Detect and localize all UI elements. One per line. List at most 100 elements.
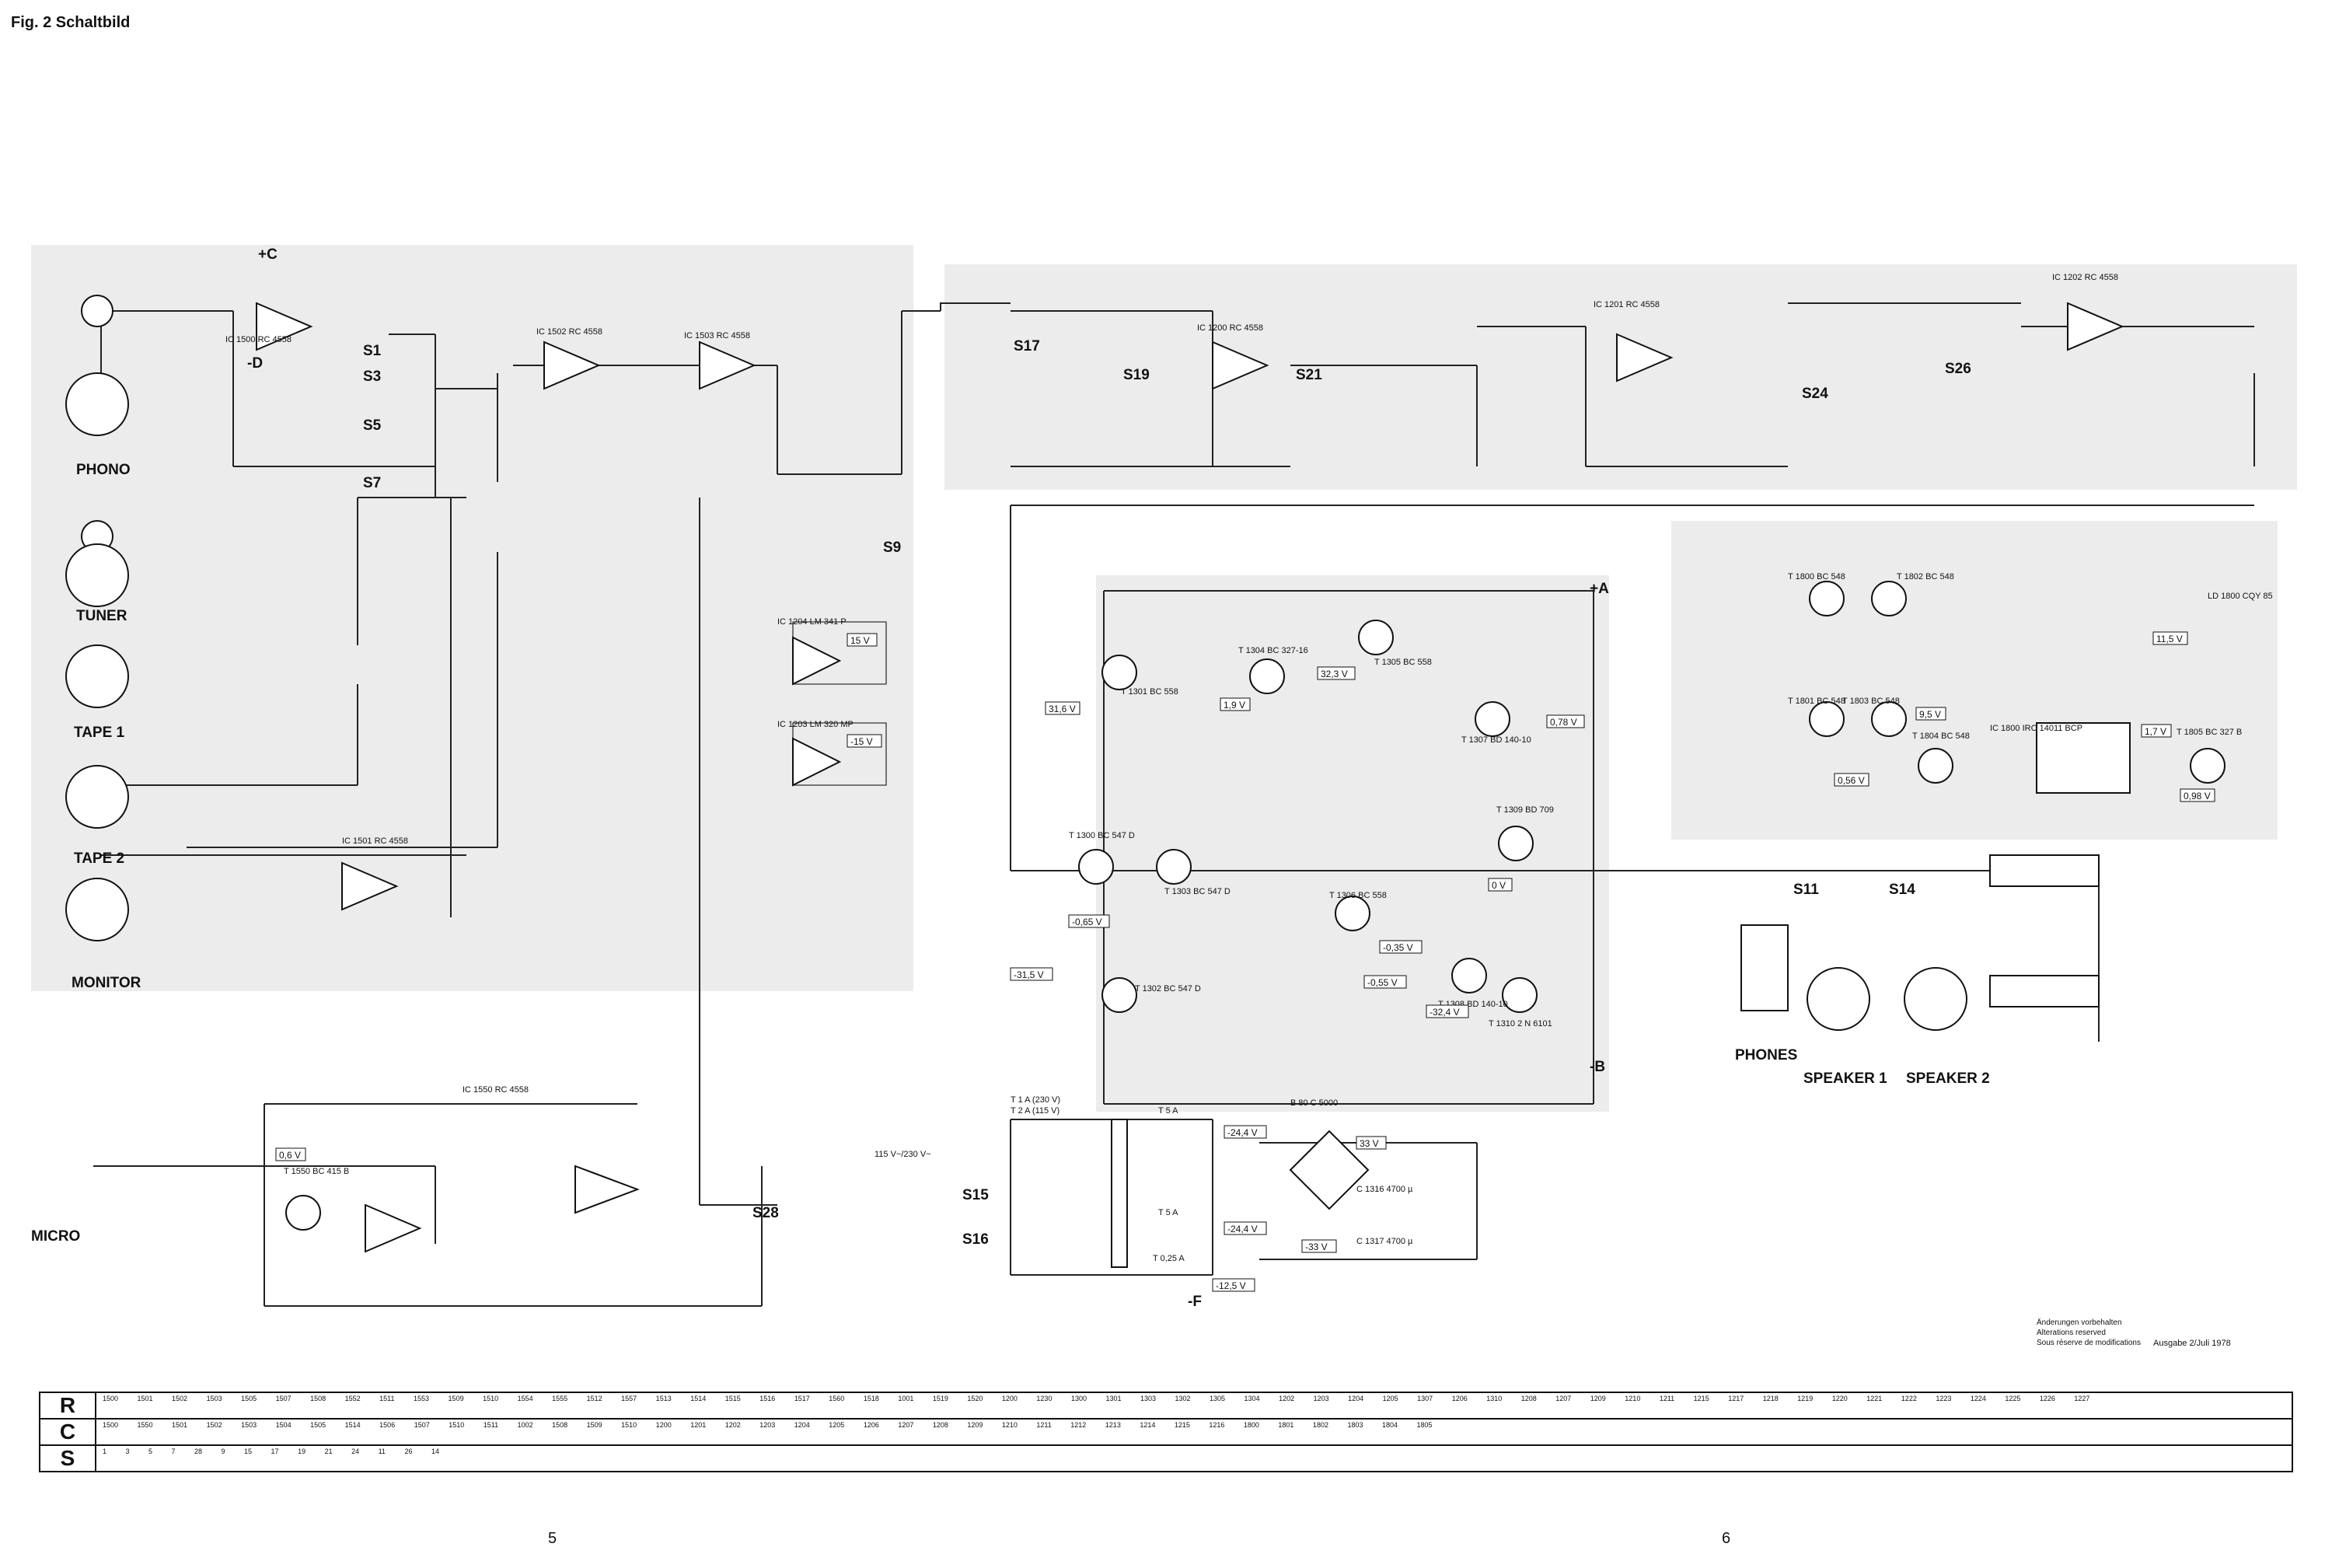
svg-text:T 5 A: T 5 A [1158,1106,1178,1116]
speaker-terminal-1 [1989,854,2100,887]
rail-neg-label: -D [247,355,263,372]
svg-text:T 1307 BD 140-10: T 1307 BD 140-10 [1461,735,1531,745]
transistor-group [285,581,2226,1231]
opamp-ic1500 [256,302,313,351]
wire-power-path [1010,1119,1478,1276]
parts-row-head: S [39,1444,96,1472]
wire-selector-path [101,497,777,1206]
svg-text:31,6 V: 31,6 V [1049,704,1076,714]
svg-text:-24,4 V: -24,4 V [1227,1127,1258,1138]
svg-text:T 1303 BC 547 D: T 1303 BC 547 D [1164,887,1231,896]
opamp-ic1503 [699,340,756,390]
svg-text:-32,4 V: -32,4 V [1430,1007,1460,1018]
ic-label: IC 1204 LM 341 P [777,617,847,627]
switch-labels: S1 S3 S5 S7 S9 S17 S19 S21 S24 S26 S11 S… [363,338,1971,1248]
svg-text:T 1309 BD 709: T 1309 BD 709 [1496,805,1554,815]
svg-text:LD 1800 CQY 85: LD 1800 CQY 85 [2208,592,2273,601]
opamp-ic1202 [2067,302,2124,351]
svg-text:T 1804 BC 548: T 1804 BC 548 [1912,732,1970,741]
svg-text:0,56 V: 0,56 V [1838,775,1865,786]
svg-text:9,5 V: 9,5 V [1919,709,1941,720]
svg-text:T 1310 2 N 6101: T 1310 2 N 6101 [1489,1019,1552,1028]
rail-negb-label: -B [1590,1059,1605,1075]
ic-label: IC 1550 RC 4558 [463,1085,529,1095]
ic-label: IC 1800 IRC 14011 BCP [1990,724,2082,733]
svg-text:C 1316 4700 µ: C 1316 4700 µ [1356,1185,1413,1194]
output-speaker2-label: SPEAKER 2 [1906,1070,1990,1087]
speaker-terminal-2 [1989,975,2100,1008]
wire-micro-path [93,1103,763,1307]
ic1800-logic [2036,722,2131,794]
parts-row-body: 1500 1550 1501 1502 1503 1504 1505 1514 … [95,1418,2293,1446]
transistor-labels: T 1301 BC 558 T 1304 BC 327-16 T 1305 BC… [284,572,2242,1176]
svg-text:T 5 A: T 5 A [1158,1208,1178,1217]
svg-text:0,98 V: 0,98 V [2184,791,2211,801]
parts-row-head: C [39,1418,96,1446]
page-title: Fig. 2 Schaltbild [11,14,131,31]
svg-text:T 1803 BC 548: T 1803 BC 548 [1842,697,1900,706]
parts-row-body: 1500 1501 1502 1503 1505 1507 1508 1552 … [95,1392,2293,1420]
svg-text:T 1805 BC 327 B: T 1805 BC 327 B [2177,728,2242,737]
parts-row-head: R [39,1392,96,1420]
input-phono-label: PHONO [76,462,131,478]
wire-input-path [100,302,1011,498]
opamp-ic1550 [574,1165,640,1214]
svg-text:-12,5 V: -12,5 V [1216,1280,1246,1291]
svg-text:C 1317 4700 µ: C 1317 4700 µ [1356,1237,1413,1246]
svg-text:T 1302 BC 547 D: T 1302 BC 547 D [1135,984,1201,994]
ic-label: IC 1502 RC 4558 [536,327,602,337]
parts-ref-list: 1500 1550 1501 1502 1503 1504 1505 1514 … [103,1421,1433,1429]
svg-text:T 1306 BC 558: T 1306 BC 558 [1329,891,1387,900]
notes-line-1: Änderungen vorbehalten [2037,1318,2122,1327]
opamp-ic1550b [365,1203,422,1253]
transformer-core [1111,1119,1128,1268]
svg-text:S28: S28 [752,1205,779,1221]
input-tuner-label: TUNER [76,608,127,624]
svg-text:T 1300 BC 547 D: T 1300 BC 547 D [1069,831,1135,840]
rail-pos-label: +C [258,246,278,263]
parts-row-body: 1 3 5 7 28 9 15 17 19 21 24 11 26 14 [95,1444,2293,1472]
ic-label: IC 1203 LM 320 MP [777,720,854,729]
svg-text:0 V: 0 V [1492,880,1506,891]
svg-text:B 80 C 5000: B 80 C 5000 [1290,1098,1338,1108]
svg-text:T 1 A (230 V): T 1 A (230 V) [1011,1095,1060,1105]
svg-text:S9: S9 [883,540,901,556]
parts-row-c: C 1500 1550 1501 1502 1503 1504 1505 151… [39,1418,2293,1446]
output-phones-label: PHONES [1735,1047,1797,1063]
svg-text:T 1301 BC 558: T 1301 BC 558 [1121,687,1178,697]
ic-label: IC 1503 RC 4558 [684,331,750,340]
svg-text:11,5 V: 11,5 V [2156,634,2183,644]
svg-text:32,3 V: 32,3 V [1321,669,1348,679]
regulator-ic1203 [792,737,842,787]
output-speaker1-label: SPEAKER 1 [1803,1070,1887,1087]
svg-text:S26: S26 [1945,361,1971,377]
input-monitor-label: MONITOR [72,975,141,991]
opamp-ic1201 [1616,333,1674,382]
ic-label: IC 1201 RC 4558 [1594,300,1660,309]
svg-text:S16: S16 [962,1231,989,1248]
svg-text:0,78 V: 0,78 V [1550,717,1577,728]
opamp-ic1200 [1212,340,1269,390]
svg-text:15 V: 15 V [850,635,870,646]
svg-text:T 1305 BC 558: T 1305 BC 558 [1374,658,1432,667]
svg-text:S7: S7 [363,475,381,491]
revision-notes: Änderungen vorbehalten Alterations reser… [2037,1318,2231,1348]
svg-text:-24,4 V: -24,4 V [1227,1224,1258,1234]
ic-label: IC 1500 RC 4558 [225,335,292,344]
ic-label: IC 1200 RC 4558 [1197,323,1263,333]
svg-text:S11: S11 [1793,882,1819,898]
notes-line-2: Alterations reserved [2037,1329,2106,1337]
page-number-right: 6 [1722,1530,1731,1547]
svg-text:T 0,25 A: T 0,25 A [1153,1254,1185,1263]
svg-text:S19: S19 [1123,367,1150,383]
svg-text:115 V~/230 V~: 115 V~/230 V~ [874,1150,931,1159]
svg-text:S21: S21 [1296,367,1322,383]
svg-text:S17: S17 [1014,338,1040,354]
wire-amp-path [1010,505,2254,1105]
svg-text:S1: S1 [363,343,382,359]
svg-text:-15 V: -15 V [850,736,873,747]
svg-text:T 1304 BC 327-16: T 1304 BC 327-16 [1238,646,1308,655]
parts-reference-table: R 1500 1501 1502 1503 1505 1507 1508 155… [39,1392,2293,1472]
din-connectors [65,295,1967,1031]
voltage-labels: 15 V -15 V 31,6 V 1,9 V 32,3 V 0,78 V 0 … [275,631,2215,1292]
